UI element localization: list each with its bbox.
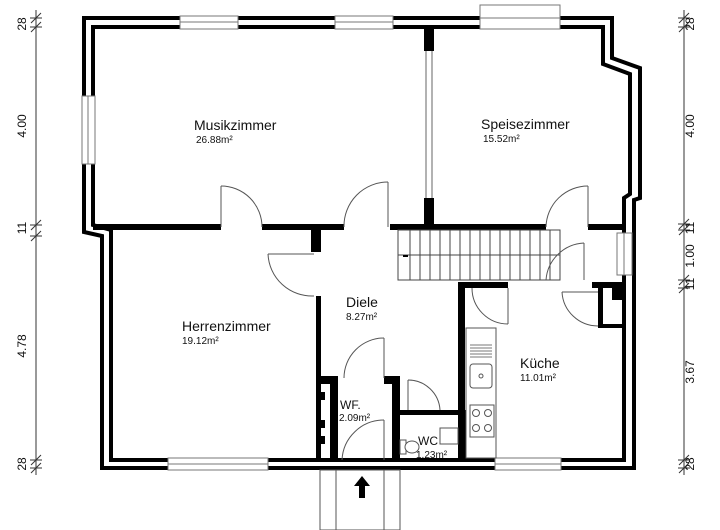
staircase [397,229,561,281]
inner-walls [93,27,624,462]
wc-fixtures [399,427,459,455]
dim-right-3: 1.00 [683,244,697,268]
toilet [404,440,420,454]
dim-right-4: 11 [683,277,697,290]
room-area-wf: 2.09m² [339,413,371,424]
dim-right-2: 11 [683,221,697,234]
dim-left-1: 4.00 [15,114,29,138]
room-area-kueche: 11.01m² [520,373,557,384]
dim-left-4: 28 [15,457,29,471]
kitchen-fixtures [465,327,497,459]
dim-right-6: 28 [683,457,697,471]
doors [220,181,599,461]
room-area-speisezimmer: 15.52m² [483,134,520,145]
room-area-herrenzimmer: 19.12m² [182,336,219,347]
room-name-wf: WF. [340,398,361,412]
right-dimensions: 28 4.00 11 1.00 11 3.67 28 [683,17,697,471]
dim-left-0: 28 [15,17,29,31]
wardrobe-niches [318,392,325,444]
wash-basin [439,427,459,445]
room-area-musikzimmer: 26.88m² [196,135,233,146]
entrance-arrow-icon [354,476,370,498]
dimension-lines [30,10,690,475]
room-labels: Musikzimmer 26.88m² Speisezimmer 15.52m²… [182,116,570,461]
room-area-wc: 1.23m² [416,450,448,461]
room-name-musikzimmer: Musikzimmer [194,117,277,133]
dim-right-1: 4.00 [683,114,697,138]
dim-right-0: 28 [683,17,697,31]
room-name-kueche: Küche [520,355,560,371]
room-name-herrenzimmer: Herrenzimmer [182,318,271,334]
left-dimensions: 28 4.00 11 4.78 28 [15,17,29,471]
entrance-steps [319,469,401,530]
windows [81,4,633,471]
dim-left-3: 4.78 [15,334,29,358]
room-area-diele: 8.27m² [346,312,378,323]
room-name-speisezimmer: Speisezimmer [481,116,570,132]
dim-right-5: 3.67 [683,360,697,384]
stove [469,404,495,438]
dim-left-2: 11 [15,221,29,234]
room-name-diele: Diele [346,294,378,310]
room-name-wc: WC [418,434,438,448]
partition-glazing [425,51,433,198]
